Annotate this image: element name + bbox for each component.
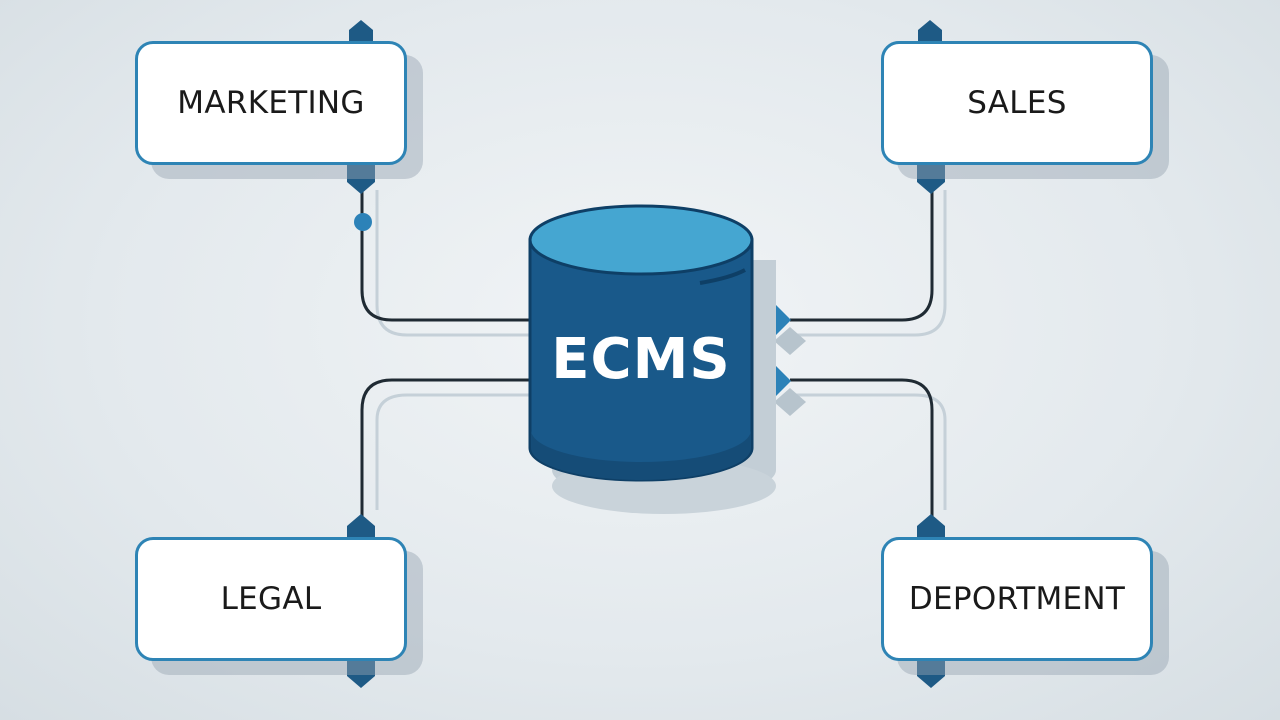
node-legal: LEGAL <box>135 537 407 661</box>
connector-dot-marketing <box>354 213 372 231</box>
connector-marketing <box>360 175 532 322</box>
ecms-label: ECMS <box>551 326 731 392</box>
node-department-label: DEPORTMENT <box>908 581 1126 617</box>
ecms-database-cylinder <box>528 204 776 514</box>
pin-marketing-bottom <box>347 165 375 194</box>
pin-department-top <box>917 514 945 537</box>
cylinder-top <box>528 204 754 276</box>
connector-legal <box>360 378 532 525</box>
pin-sales-bottom <box>917 165 945 194</box>
pin-department-bottom <box>917 661 945 688</box>
connector-department <box>790 378 934 525</box>
connector-sales <box>790 175 934 322</box>
diamond-shadows <box>774 327 806 416</box>
node-marketing-label: MARKETING <box>177 85 365 121</box>
node-department: DEPORTMENT <box>881 537 1153 661</box>
connector-shadows <box>375 190 947 510</box>
node-sales: SALES <box>881 41 1153 165</box>
node-sales-label: SALES <box>967 85 1067 121</box>
pin-legal-top <box>347 514 375 537</box>
node-marketing: MARKETING <box>135 41 407 165</box>
node-legal-label: LEGAL <box>220 581 322 617</box>
pin-sales-top <box>918 20 942 41</box>
pin-marketing-top <box>349 20 373 41</box>
pin-legal-bottom <box>347 661 375 688</box>
